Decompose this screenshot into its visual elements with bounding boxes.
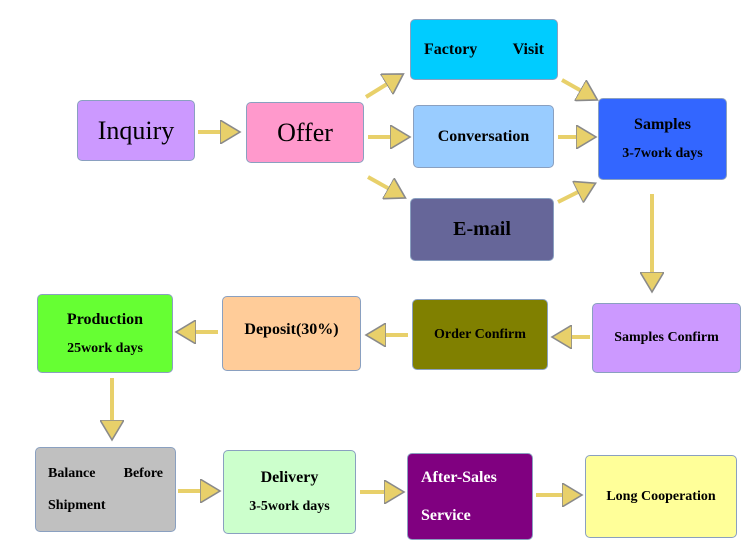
node-offer-label: Offer <box>277 117 333 147</box>
node-samples-days: 3-7work days <box>622 146 703 161</box>
node-production-days: 25work days <box>67 340 143 356</box>
node-balance-before-shipment: Balance Before Shipment <box>35 447 176 532</box>
arrow-offer-factory <box>364 76 400 99</box>
node-samples-label: Samples <box>634 116 691 133</box>
node-inquiry: Inquiry <box>77 100 195 161</box>
node-email-label: E-mail <box>453 218 511 240</box>
node-delivery: Delivery 3-5work days <box>223 450 356 534</box>
node-deposit: Deposit(30%) <box>222 296 361 371</box>
arrow-email-samples <box>557 185 592 204</box>
node-order-confirm-label: Order Confirm <box>434 326 526 342</box>
node-after-sales-service: After-Sales Service <box>407 453 533 540</box>
node-long-cooperation-label: Long Cooperation <box>606 488 716 504</box>
arrow-offer-email <box>367 175 402 196</box>
node-factory-visit-label-b: Visit <box>512 40 544 58</box>
node-conversation-label: Conversation <box>437 127 530 145</box>
node-delivery-label: Delivery <box>260 469 319 486</box>
node-production-label: Production <box>66 310 144 328</box>
node-balance-label-b: Before <box>123 465 163 481</box>
node-after-sales-label-a: After-Sales <box>421 468 497 486</box>
node-samples-confirm: Samples Confirm <box>592 303 741 373</box>
node-production: Production 25work days <box>37 294 173 373</box>
node-long-cooperation: Long Cooperation <box>585 455 737 538</box>
node-conversation: Conversation <box>413 105 554 168</box>
node-after-sales-label-b: Service <box>421 506 471 524</box>
node-factory-visit-label-a: Factory <box>424 40 478 58</box>
node-factory-visit: Factory Visit <box>410 19 558 80</box>
node-email: E-mail <box>410 198 554 261</box>
node-balance-label-a: Balance <box>48 465 96 481</box>
node-balance-label-c: Shipment <box>48 497 106 513</box>
node-samples: Samples 3-7work days <box>598 98 727 180</box>
node-samples-confirm-label: Samples Confirm <box>614 330 719 345</box>
node-order-confirm: Order Confirm <box>412 299 548 370</box>
node-inquiry-label: Inquiry <box>97 115 175 145</box>
node-delivery-days: 3-5work days <box>249 499 330 514</box>
node-offer: Offer <box>246 102 364 163</box>
arrow-factory-samples <box>561 78 594 98</box>
node-deposit-label: Deposit(30%) <box>244 320 339 338</box>
